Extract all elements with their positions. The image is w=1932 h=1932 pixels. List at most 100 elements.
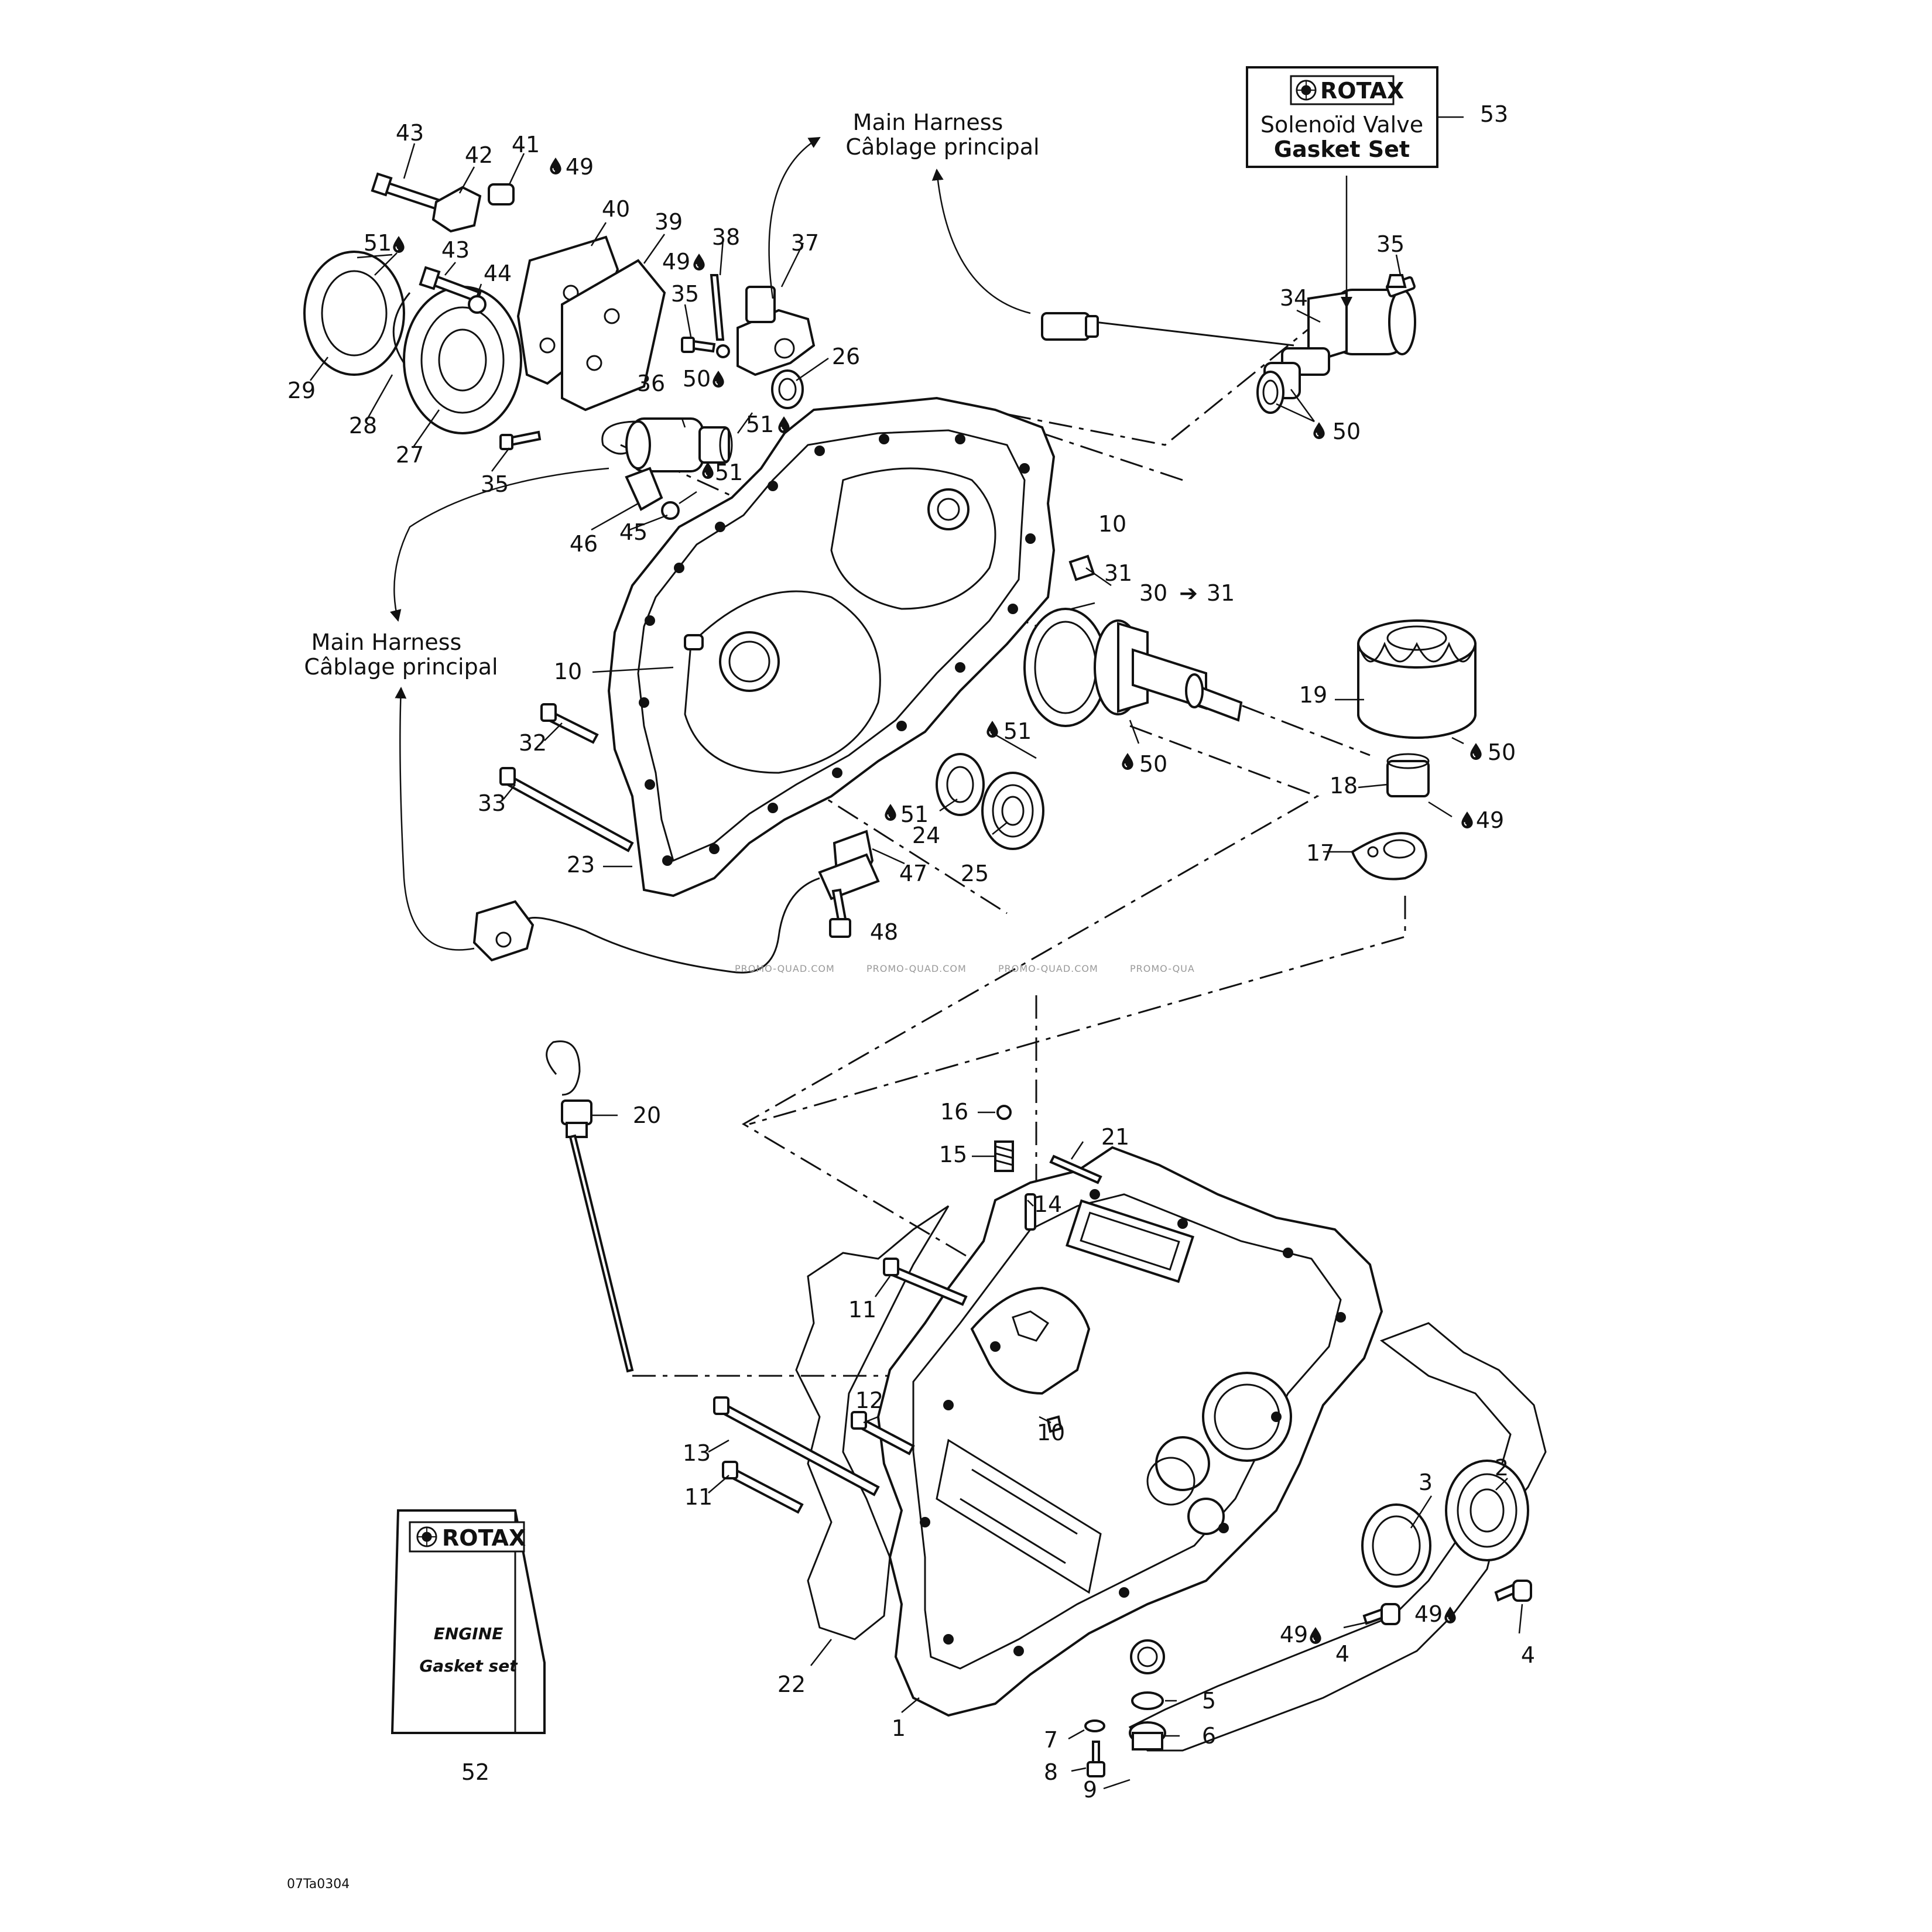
callout-7: 7	[1044, 1727, 1058, 1753]
callout-16: 16	[940, 1099, 968, 1125]
callout-47: 47	[899, 861, 927, 886]
callout-35-left: 35	[481, 471, 509, 497]
bolts-32-33	[499, 703, 634, 852]
crankcase-cover-23	[607, 396, 1056, 898]
callout-18: 18	[1330, 773, 1358, 799]
harness-label-top-line2: Câblage principal	[845, 134, 1039, 160]
callout-51-sensor: 51	[715, 460, 743, 485]
callout-33: 33	[478, 790, 506, 816]
callout-10-left: 10	[554, 659, 582, 684]
harness-label-left-line2: Câblage principal	[304, 654, 498, 680]
callout-10-lower: 10	[1037, 1420, 1065, 1445]
callout-49-top: 49	[566, 154, 594, 180]
watermark-1: PROMO-QUAD.COM	[735, 963, 835, 974]
callout-11-lower: 11	[684, 1484, 712, 1510]
callout-40: 40	[602, 196, 630, 222]
solenoid-gasket-kit-box: ROTAX Solenoïd Valve Gasket Set	[1246, 66, 1464, 309]
callout-17: 17	[1306, 840, 1334, 866]
callout-51-bearing: 51	[1003, 718, 1032, 744]
callout-53: 53	[1480, 101, 1508, 127]
callout-39: 39	[655, 209, 683, 235]
callout-22: 22	[777, 1671, 806, 1697]
callout-8: 8	[1044, 1759, 1058, 1785]
callout-49-mid: 49	[662, 249, 690, 275]
callout-51-lower: 51	[900, 801, 929, 827]
callout-51-left: 51	[364, 230, 392, 256]
callout-15: 15	[939, 1142, 967, 1167]
engine-kit-subtitle: Gasket set	[419, 1656, 518, 1676]
harness-label-left-line1: Main Harness	[311, 629, 462, 655]
callout-25: 25	[961, 861, 989, 886]
callout-30: 30	[1139, 580, 1167, 606]
callout-4-left: 4	[1335, 1641, 1349, 1667]
solenoid-valve-34	[1041, 274, 1416, 414]
callout-45: 45	[619, 519, 648, 545]
shaft-31	[1023, 554, 1243, 727]
callout-13: 13	[683, 1440, 711, 1466]
callout-2: 2	[1495, 1455, 1509, 1481]
callout-41: 41	[512, 132, 540, 157]
callout-9: 9	[1083, 1777, 1097, 1803]
dipstick-20	[546, 1040, 634, 1373]
callout-19: 19	[1299, 682, 1327, 708]
callout-50-right: 50	[1332, 419, 1361, 444]
callout-46: 46	[570, 531, 598, 557]
callout-11-upper: 11	[848, 1297, 876, 1323]
callout-34: 34	[1280, 285, 1308, 311]
callout-43-top: 43	[396, 120, 424, 146]
engine-kit-title: ENGINE	[434, 1624, 503, 1643]
solenoid-kit-subtitle: Gasket Set	[1274, 136, 1410, 162]
callout-50-shaft: 50	[1139, 751, 1167, 777]
callout-49-fitting: 49	[1476, 807, 1504, 833]
callout-37: 37	[791, 230, 819, 256]
harness-label-left: Main Harness Câblage principal	[304, 467, 609, 951]
callout-44: 44	[484, 261, 512, 286]
crankcase-1	[876, 1146, 1383, 1717]
engine-kit-brand: ROTAX	[442, 1525, 526, 1551]
callout-35-mid: 35	[671, 281, 699, 307]
callout-51-center: 51	[746, 412, 774, 437]
oil-filter-19	[1351, 619, 1477, 881]
watermark-3: PROMO-QUAD.COM	[998, 963, 1098, 974]
callout-4-right: 4	[1521, 1642, 1535, 1668]
callout-14: 14	[1034, 1191, 1062, 1217]
callout-38: 38	[712, 224, 740, 250]
callout-6: 6	[1202, 1723, 1216, 1749]
callout-31-b: 31	[1207, 580, 1235, 606]
callout-43-mid: 43	[441, 237, 470, 263]
parts-upper	[303, 172, 816, 520]
watermarks: PROMO-QUAD.COM PROMO-QUAD.COM PROMO-QUAD…	[735, 963, 1195, 974]
callout-52: 52	[461, 1759, 489, 1785]
callouts: 43 42 41 49 40 39 38 37 51 43 44 49 35 5…	[287, 101, 1535, 1803]
callout-26: 26	[832, 344, 860, 369]
callout-21: 21	[1101, 1124, 1129, 1150]
callout-23: 23	[567, 852, 595, 878]
callout-10-top: 10	[1098, 511, 1126, 537]
callout-3: 3	[1419, 1469, 1433, 1495]
callout-32: 32	[519, 730, 547, 756]
harness-label-top: Main Harness Câblage principal	[768, 109, 1040, 314]
callout-42: 42	[465, 142, 493, 168]
gasket-22	[795, 1205, 950, 1640]
engine-gasket-kit-booklet: ROTAX ENGINE Gasket set	[390, 1509, 546, 1734]
solenoid-kit-title: Solenoïd Valve	[1260, 112, 1423, 138]
callout-48: 48	[870, 919, 898, 945]
callout-49-bolt-right: 49	[1414, 1601, 1443, 1627]
callout-35-right: 35	[1376, 231, 1405, 257]
callout-12: 12	[855, 1388, 883, 1413]
solenoid-kit-brand: ROTAX	[1320, 78, 1404, 104]
callout-5: 5	[1202, 1688, 1216, 1714]
drawing-code: 07Ta0304	[287, 1877, 350, 1892]
speed-sensor-47	[472, 830, 880, 974]
watermark-4: PROMO-QUA	[1130, 963, 1195, 974]
watermark-2: PROMO-QUAD.COM	[866, 963, 967, 974]
callout-31: 31	[1104, 560, 1132, 586]
callout-50-filter: 50	[1488, 739, 1516, 765]
callout-1: 1	[892, 1715, 906, 1741]
callout-28: 28	[349, 413, 377, 439]
callout-36: 36	[637, 371, 665, 396]
callout-24: 24	[912, 823, 940, 848]
callout-27: 27	[396, 442, 424, 468]
callout-29: 29	[287, 378, 316, 403]
